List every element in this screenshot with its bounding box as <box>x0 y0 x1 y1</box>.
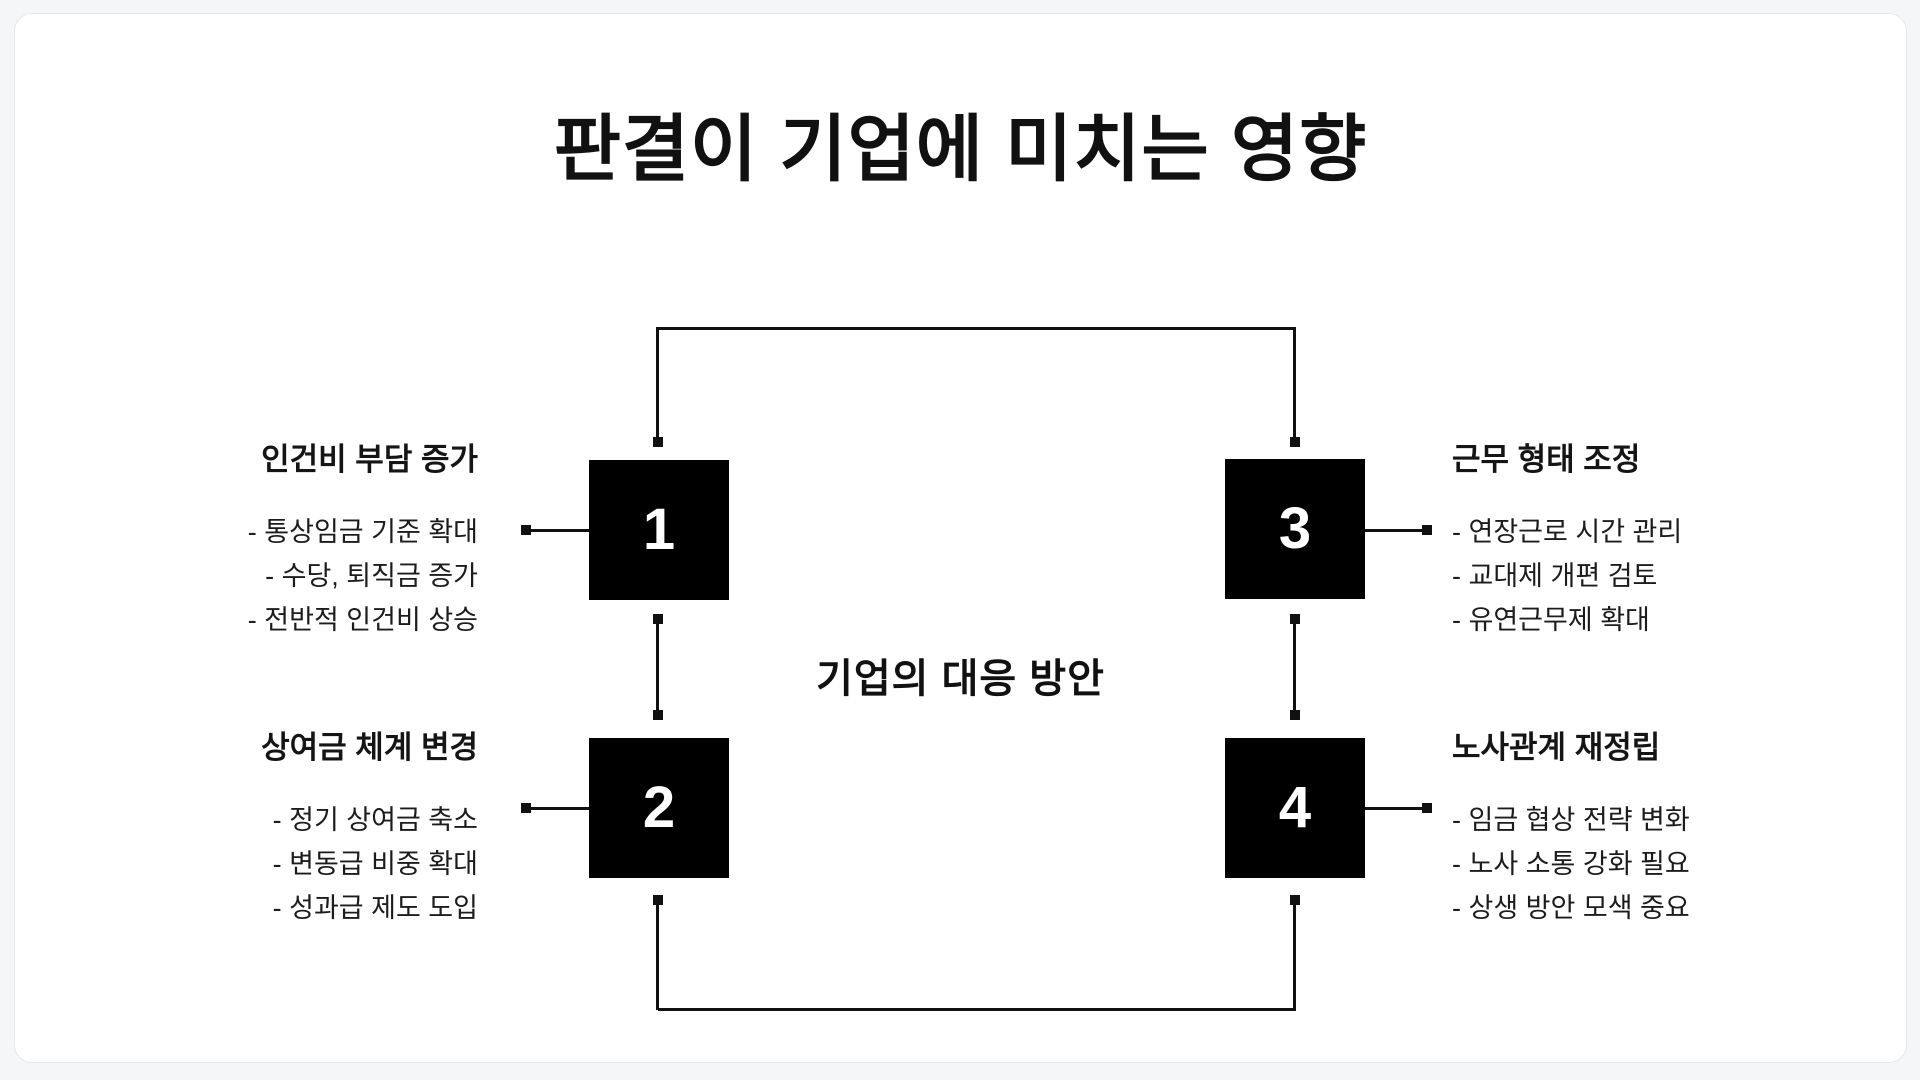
top-connector-left-vertical-line <box>656 327 659 439</box>
step-number-2: 2 <box>642 775 676 840</box>
bottom-connector-left-vertical-line <box>656 903 659 1010</box>
step-number-3: 3 <box>1278 496 1312 561</box>
center-label: 기업의 대응 방안 <box>816 657 1105 701</box>
step-box-3: 3 <box>1225 459 1365 599</box>
step-number-4: 4 <box>1278 775 1312 840</box>
right-mid-connector-bottom-endcap <box>1290 710 1300 720</box>
bottom-connector-left-endcap <box>653 895 663 905</box>
left-mid-connector-bottom-endcap <box>653 710 663 720</box>
slide-title: 판결이 기업에 미치는 영향 <box>553 109 1368 190</box>
left-mid-connector-line <box>656 620 659 714</box>
item3-bullet-3: - 유연근무제 확대 <box>1452 605 1650 635</box>
item2-callout-line <box>528 807 589 810</box>
left-mid-connector-top-endcap <box>653 614 663 624</box>
top-connector-right-endcap <box>1290 437 1300 447</box>
item-group-2: 상여금 체계 변경 - 정기 상여금 축소 - 변동급 비중 확대 - 성과급 … <box>261 728 478 930</box>
item1-callout-line <box>528 529 589 532</box>
item3-bullet-1: - 연장근로 시간 관리 <box>1452 517 1683 547</box>
item2-label: 상여금 체계 변경 <box>261 730 478 765</box>
item1-bullet-3: - 전반적 인건비 상승 <box>247 605 478 635</box>
item2-callout-endcap <box>521 803 531 813</box>
item4-bullet-2: - 노사 소통 강화 필요 <box>1452 849 1690 879</box>
step-box-2: 2 <box>589 738 729 878</box>
item1-bullet-2: - 수당, 퇴직금 증가 <box>265 561 478 591</box>
item3-label: 근무 형태 조정 <box>1452 442 1641 477</box>
item3-bullet-2: - 교대제 개편 검토 <box>1452 561 1658 591</box>
item4-bullet-3: - 상생 방안 모색 중요 <box>1452 893 1690 923</box>
item1-callout-endcap <box>521 525 531 535</box>
bottom-connector-right-vertical-line <box>1293 903 1296 1010</box>
item2-bullet-3: - 성과급 제도 도입 <box>272 893 478 923</box>
top-connector-horizontal-line <box>658 327 1296 330</box>
top-connector-left-endcap <box>653 437 663 447</box>
step-box-1: 1 <box>589 460 729 600</box>
item2-bullet-2: - 변동급 비중 확대 <box>272 849 478 879</box>
item4-bullet-1: - 임금 협상 전략 변화 <box>1452 805 1690 835</box>
top-connector-right-vertical-line <box>1293 327 1296 439</box>
bottom-connector-right-endcap <box>1290 895 1300 905</box>
item-group-3: 근무 형태 조정 - 연장근로 시간 관리 - 교대제 개편 검토 - 유연근무… <box>1452 440 1682 642</box>
item4-label: 노사관계 재정립 <box>1452 730 1661 765</box>
item2-bullet-1: - 정기 상여금 축소 <box>272 805 478 835</box>
step-box-4: 4 <box>1225 738 1365 878</box>
item1-bullet-1: - 통상임금 기준 확대 <box>247 517 478 547</box>
item-group-4: 노사관계 재정립 - 임금 협상 전략 변화 - 노사 소통 강화 필요 - 상… <box>1452 728 1690 930</box>
item3-callout-endcap <box>1422 525 1432 535</box>
item-group-1: 인건비 부담 증가 - 통상임금 기준 확대 - 수당, 퇴직금 증가 - 전반… <box>248 440 478 642</box>
right-mid-connector-top-endcap <box>1290 614 1300 624</box>
item4-callout-line <box>1365 807 1425 810</box>
item3-callout-line <box>1365 529 1425 532</box>
slide: 판결이 기업에 미치는 영향 1 2 <box>14 13 1907 1063</box>
bottom-connector-horizontal-line <box>658 1008 1296 1011</box>
item1-label: 인건비 부담 증가 <box>261 442 478 477</box>
right-mid-connector-line <box>1293 620 1296 714</box>
step-number-1: 1 <box>642 497 676 562</box>
item4-callout-endcap <box>1422 803 1432 813</box>
